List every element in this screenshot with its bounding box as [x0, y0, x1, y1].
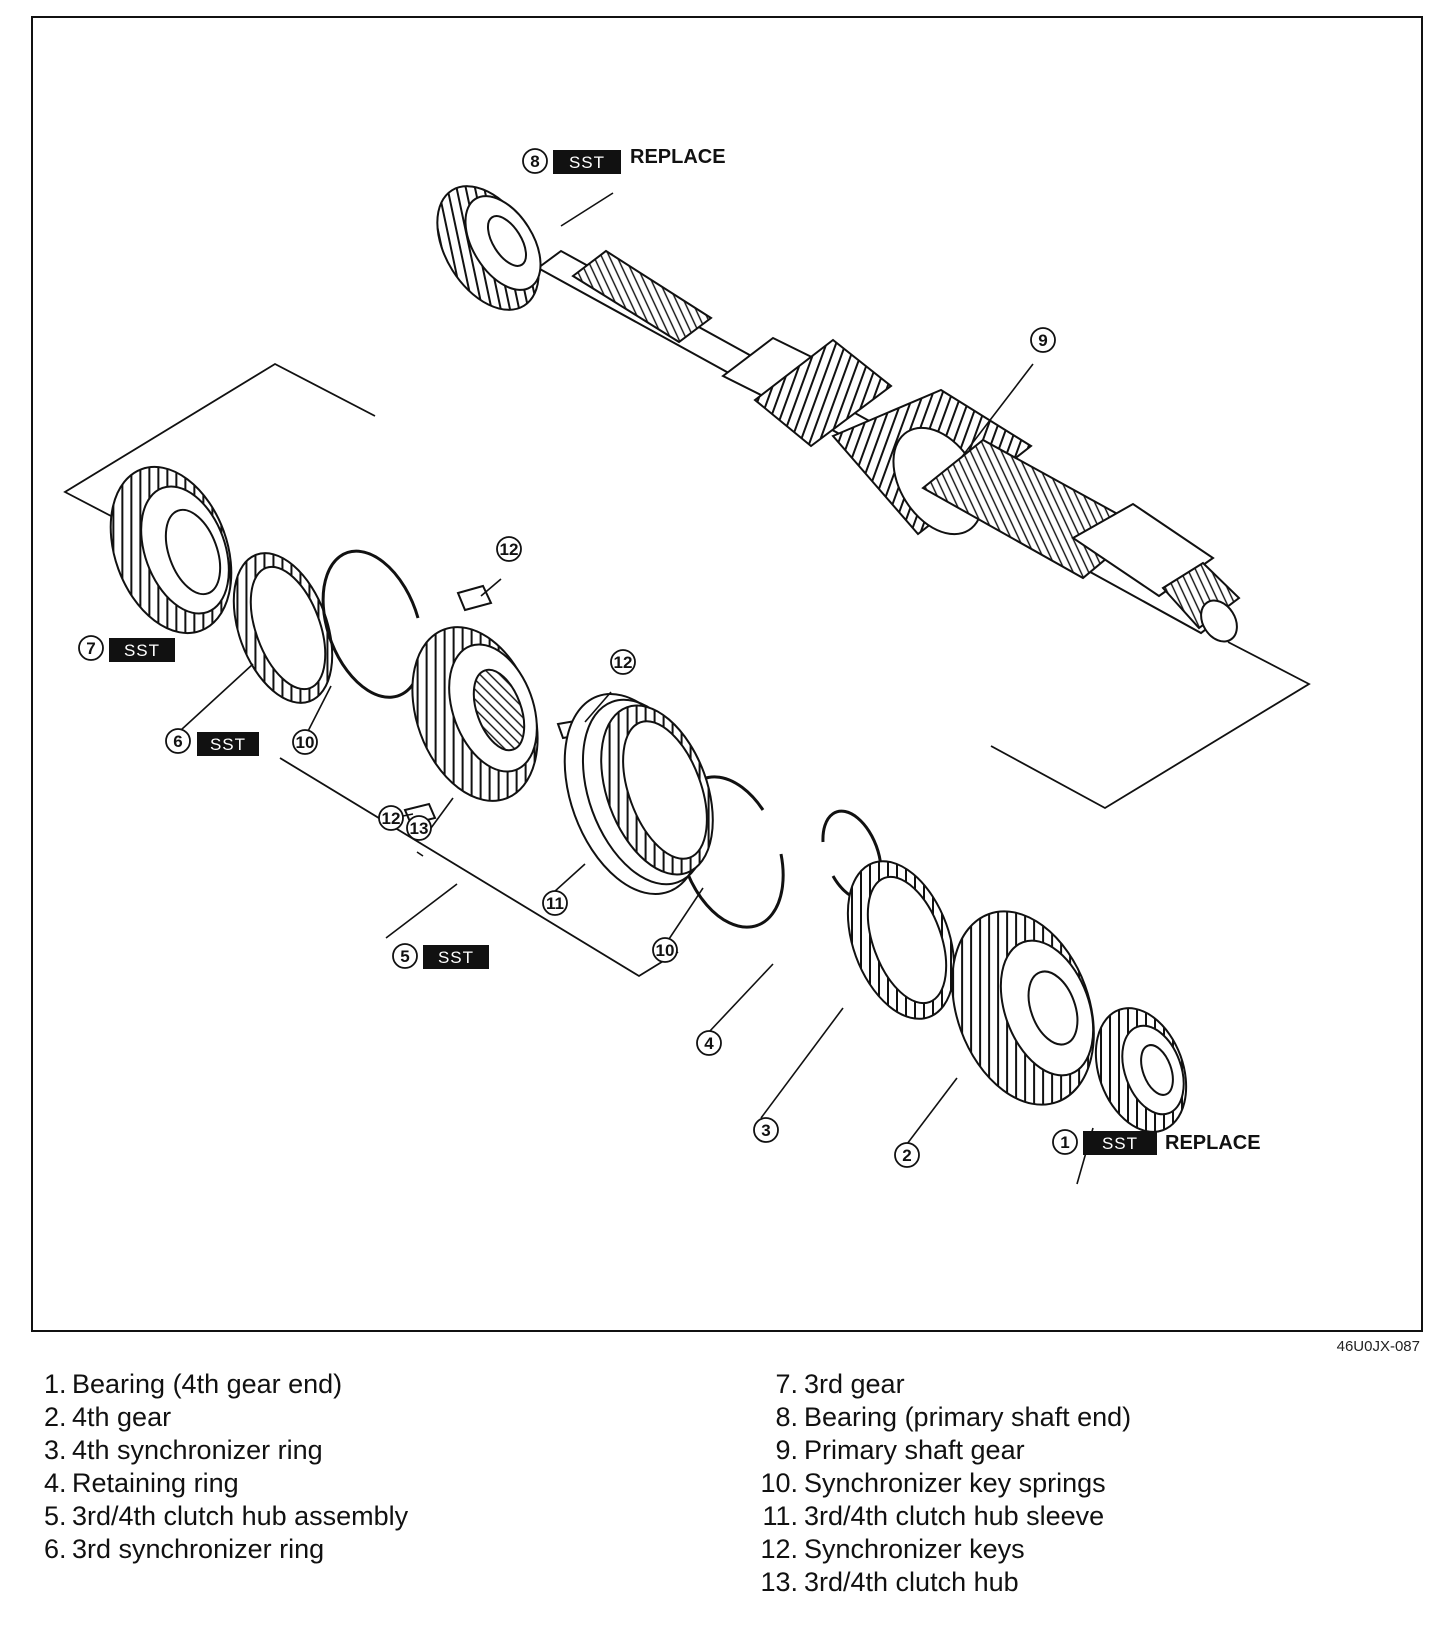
- callout-5-number: 5: [400, 947, 409, 966]
- callout-11: 11: [542, 890, 568, 916]
- legend-item: 6.3rd synchronizer ring: [44, 1533, 408, 1566]
- callout-6-sst-tag: [197, 732, 259, 756]
- legend-item-number: 4.: [44, 1468, 67, 1498]
- callout-12-top: 12: [496, 536, 522, 562]
- legend-item: 9.Primary shaft gear: [760, 1434, 1131, 1467]
- bearing-primary-shaft-end: [436, 185, 542, 311]
- primary-shaft-gear: [536, 249, 1241, 643]
- 3rd-4th-clutch-hub-sleeve: [563, 692, 714, 896]
- callout-1: 1 SST REPLACE: [1052, 1129, 1261, 1155]
- callout-6-number: 6: [173, 732, 182, 751]
- callout-11-number: 11: [546, 894, 564, 913]
- legend-item: 4.Retaining ring: [44, 1467, 408, 1500]
- callout-7: 7 SST: [78, 635, 175, 662]
- callout-1-sst-tag: [1083, 1131, 1157, 1155]
- callout-8-number: 8: [530, 152, 539, 171]
- legend-item-text: Retaining ring: [72, 1468, 239, 1498]
- bearing-4th-gear-end: [1094, 1007, 1188, 1133]
- legend-item-text: Synchronizer key springs: [804, 1468, 1106, 1498]
- callout-4-number: 4: [704, 1034, 714, 1053]
- legend-item: 12.Synchronizer keys: [760, 1533, 1131, 1566]
- legend-item-text: 3rd/4th clutch hub sleeve: [804, 1501, 1105, 1531]
- legend-item-number: 3.: [44, 1435, 67, 1465]
- callout-8-sst-tag: [553, 150, 621, 174]
- callout-6-sst-label: SST: [210, 735, 246, 754]
- callout-10-lower: 10: [652, 937, 678, 963]
- callout-1-number: 1: [1060, 1133, 1069, 1152]
- legend-item-text: 4th gear: [72, 1402, 172, 1432]
- legend-item-number: 5.: [44, 1501, 67, 1531]
- 4th-synchronizer-ring: [846, 860, 956, 1020]
- synchronizer-key-spring-upper: [321, 549, 423, 699]
- callout-12-bottom: 12: [378, 805, 404, 831]
- legend-item-number: 6.: [44, 1534, 67, 1564]
- 3rd-gear: [109, 465, 233, 635]
- parts-legend-right: 7.3rd gear 8.Bearing (primary shaft end)…: [760, 1368, 1131, 1599]
- callout-9-number: 9: [1038, 331, 1047, 350]
- legend-item: 7.3rd gear: [760, 1368, 1131, 1401]
- callout-1-replace-note: REPLACE: [1165, 1132, 1261, 1154]
- legend-item-number: 10.: [760, 1468, 798, 1498]
- 3rd-4th-clutch-hub: [411, 626, 539, 802]
- legend-item-text: Bearing (primary shaft end): [804, 1402, 1132, 1432]
- legend-item: 3.4th synchronizer ring: [44, 1434, 408, 1467]
- legend-item-number: 12.: [760, 1534, 798, 1564]
- legend-item-text: 3rd gear: [804, 1369, 905, 1399]
- legend-item-number: 7.: [775, 1369, 798, 1399]
- callout-6: 6 SST: [165, 728, 259, 756]
- callout-8: 8 SST REPLACE: [522, 146, 726, 174]
- legend-item-number: 11.: [762, 1501, 798, 1531]
- legend-item: 1.Bearing (4th gear end): [44, 1368, 408, 1401]
- callout-7-number: 7: [86, 639, 95, 658]
- legend-item-number: 2.: [44, 1402, 67, 1432]
- parts-legend-left: 1.Bearing (4th gear end) 2.4th gear 3.4t…: [44, 1368, 408, 1566]
- legend-item: 11.3rd/4th clutch hub sleeve: [760, 1500, 1131, 1533]
- legend-item-text: Bearing (4th gear end): [72, 1369, 343, 1399]
- legend-item: 2.4th gear: [44, 1401, 408, 1434]
- assembly-bracket-lines: [63, 362, 1311, 978]
- callout-12-middle: 12: [610, 649, 636, 675]
- callout-8-sst-label: SST: [569, 153, 605, 172]
- legend-item-number: 1.: [44, 1369, 67, 1399]
- callout-10-lower-number: 10: [656, 941, 675, 960]
- callout-10-upper-number: 10: [296, 733, 315, 752]
- callout-12-bottom-number: 12: [382, 809, 401, 828]
- legend-item-text: Synchronizer keys: [804, 1534, 1025, 1564]
- legend-item: 13.3rd/4th clutch hub: [760, 1566, 1131, 1599]
- legend-item-text: 4th synchronizer ring: [72, 1435, 323, 1465]
- legend-item: 5.3rd/4th clutch hub assembly: [44, 1500, 408, 1533]
- exploded-view-diagram: 1 SST REPLACE 2 3 4 5 SST 6 SST 7 SST 8 …: [63, 146, 1311, 1185]
- legend-item-number: 8.: [775, 1402, 798, 1432]
- callout-12-top-number: 12: [500, 540, 519, 559]
- callout-9: 9: [1030, 327, 1056, 353]
- callout-13-number: 13: [410, 819, 429, 838]
- callout-7-sst-label: SST: [124, 641, 160, 660]
- legend-item-text: Primary shaft gear: [804, 1435, 1025, 1465]
- callout-3-number: 3: [761, 1121, 770, 1140]
- callout-10-upper: 10: [292, 729, 318, 755]
- legend-item-text: 3rd/4th clutch hub: [804, 1567, 1019, 1597]
- callout-13: 13: [406, 815, 432, 841]
- callout-3: 3: [753, 1117, 779, 1143]
- callout-12-middle-number: 12: [614, 653, 633, 672]
- callout-2: 2: [894, 1142, 920, 1168]
- callout-5-sst-tag: [423, 945, 489, 969]
- legend-item: 10.Synchronizer key springs: [760, 1467, 1131, 1500]
- callout-8-replace-note: REPLACE: [630, 146, 726, 168]
- legend-item-text: 3rd synchronizer ring: [72, 1534, 325, 1564]
- callout-7-sst-tag: [109, 638, 175, 662]
- callout-4: 4: [696, 1030, 722, 1056]
- legend-item: 8.Bearing (primary shaft end): [760, 1401, 1131, 1434]
- 4th-gear: [951, 910, 1095, 1106]
- legend-item-number: 13.: [760, 1567, 798, 1597]
- callout-5: 5 SST: [392, 943, 489, 969]
- callout-1-sst-label: SST: [1102, 1134, 1138, 1153]
- legend-item-text: 3rd/4th clutch hub assembly: [72, 1501, 409, 1531]
- callout-5-sst-label: SST: [438, 948, 474, 967]
- legend-item-number: 9.: [775, 1435, 798, 1465]
- 3rd-synchronizer-ring: [232, 552, 334, 704]
- figure-code: 46U0JX-087: [1336, 1338, 1420, 1355]
- callout-2-number: 2: [902, 1146, 911, 1165]
- diagram-frame: 1 SST REPLACE 2 3 4 5 SST 6 SST 7 SST 8 …: [31, 16, 1423, 1332]
